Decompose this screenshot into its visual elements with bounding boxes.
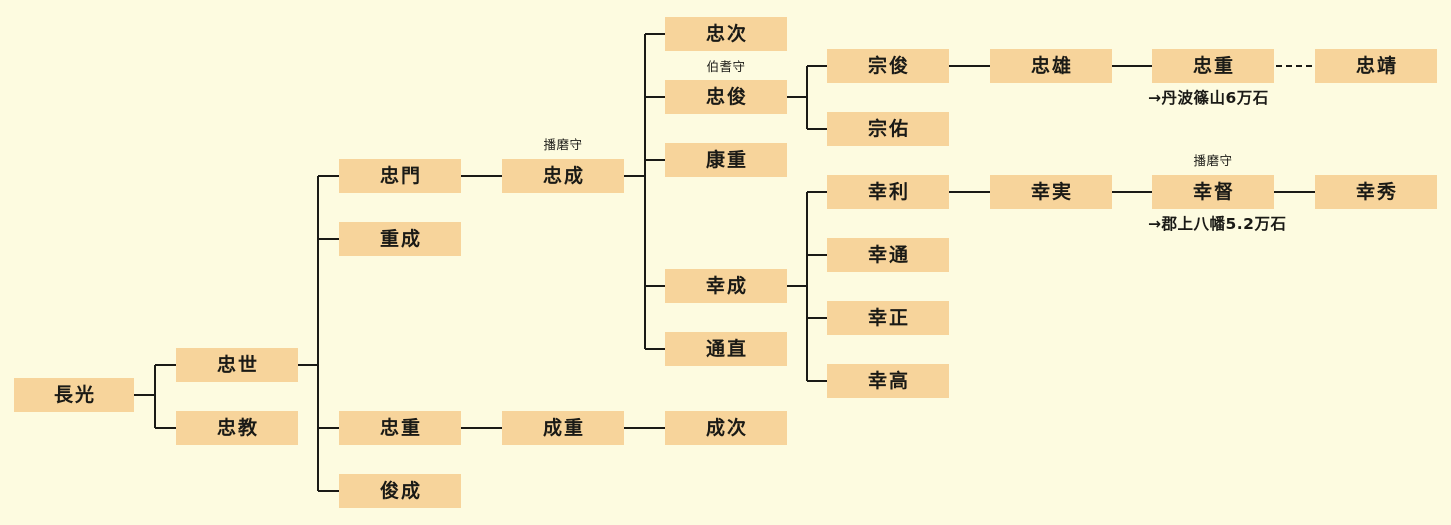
node-michinao[interactable]: 通直 bbox=[665, 332, 787, 366]
node-toshinari[interactable]: 俊成 bbox=[339, 474, 461, 508]
node-tadayasu[interactable]: 忠靖 bbox=[1315, 49, 1437, 83]
node-tadashige-b[interactable]: 忠重 bbox=[1152, 49, 1274, 83]
node-yukimasa[interactable]: 幸正 bbox=[827, 301, 949, 335]
node-yukitoshi[interactable]: 幸利 bbox=[827, 175, 949, 209]
node-tadatoshi[interactable]: 忠俊 bbox=[665, 80, 787, 114]
node-tadashige-a[interactable]: 忠重 bbox=[339, 411, 461, 445]
node-nagamitsu[interactable]: 長光 bbox=[14, 378, 134, 412]
node-tadakado[interactable]: 忠門 bbox=[339, 159, 461, 193]
node-tadatsugu[interactable]: 忠次 bbox=[665, 17, 787, 51]
node-narishige[interactable]: 成重 bbox=[502, 411, 624, 445]
node-tadanori[interactable]: 忠教 bbox=[176, 411, 298, 445]
node-tadao[interactable]: 忠雄 bbox=[990, 49, 1112, 83]
node-tadanari[interactable]: 忠成 bbox=[502, 159, 624, 193]
node-yukimichi[interactable]: 幸通 bbox=[827, 238, 949, 272]
node-yukimasa2[interactable]: 幸督 bbox=[1152, 175, 1274, 209]
node-tadayo[interactable]: 忠世 bbox=[176, 348, 298, 382]
node-yukinari[interactable]: 幸成 bbox=[665, 269, 787, 303]
node-yukizane[interactable]: 幸実 bbox=[990, 175, 1112, 209]
node-yukihide[interactable]: 幸秀 bbox=[1315, 175, 1437, 209]
title-label-hokinokami-tadatoshi: 伯耆守 bbox=[706, 59, 746, 74]
node-yasushige[interactable]: 康重 bbox=[665, 143, 787, 177]
node-munesuke[interactable]: 宗佑 bbox=[827, 112, 949, 146]
node-shigenari[interactable]: 重成 bbox=[339, 222, 461, 256]
note-gujo-hachiman: →郡上八幡5.2万石 bbox=[1148, 215, 1287, 233]
node-munetoshi[interactable]: 宗俊 bbox=[827, 49, 949, 83]
node-naritsugu[interactable]: 成次 bbox=[665, 411, 787, 445]
title-label-harimanokami-tadanari: 播磨守 bbox=[543, 137, 583, 152]
node-yukitaka[interactable]: 幸高 bbox=[827, 364, 949, 398]
title-label-harimanokami-yukimasa: 播磨守 bbox=[1193, 153, 1233, 168]
note-tanba-sasayama: →丹波篠山6万石 bbox=[1148, 89, 1269, 107]
